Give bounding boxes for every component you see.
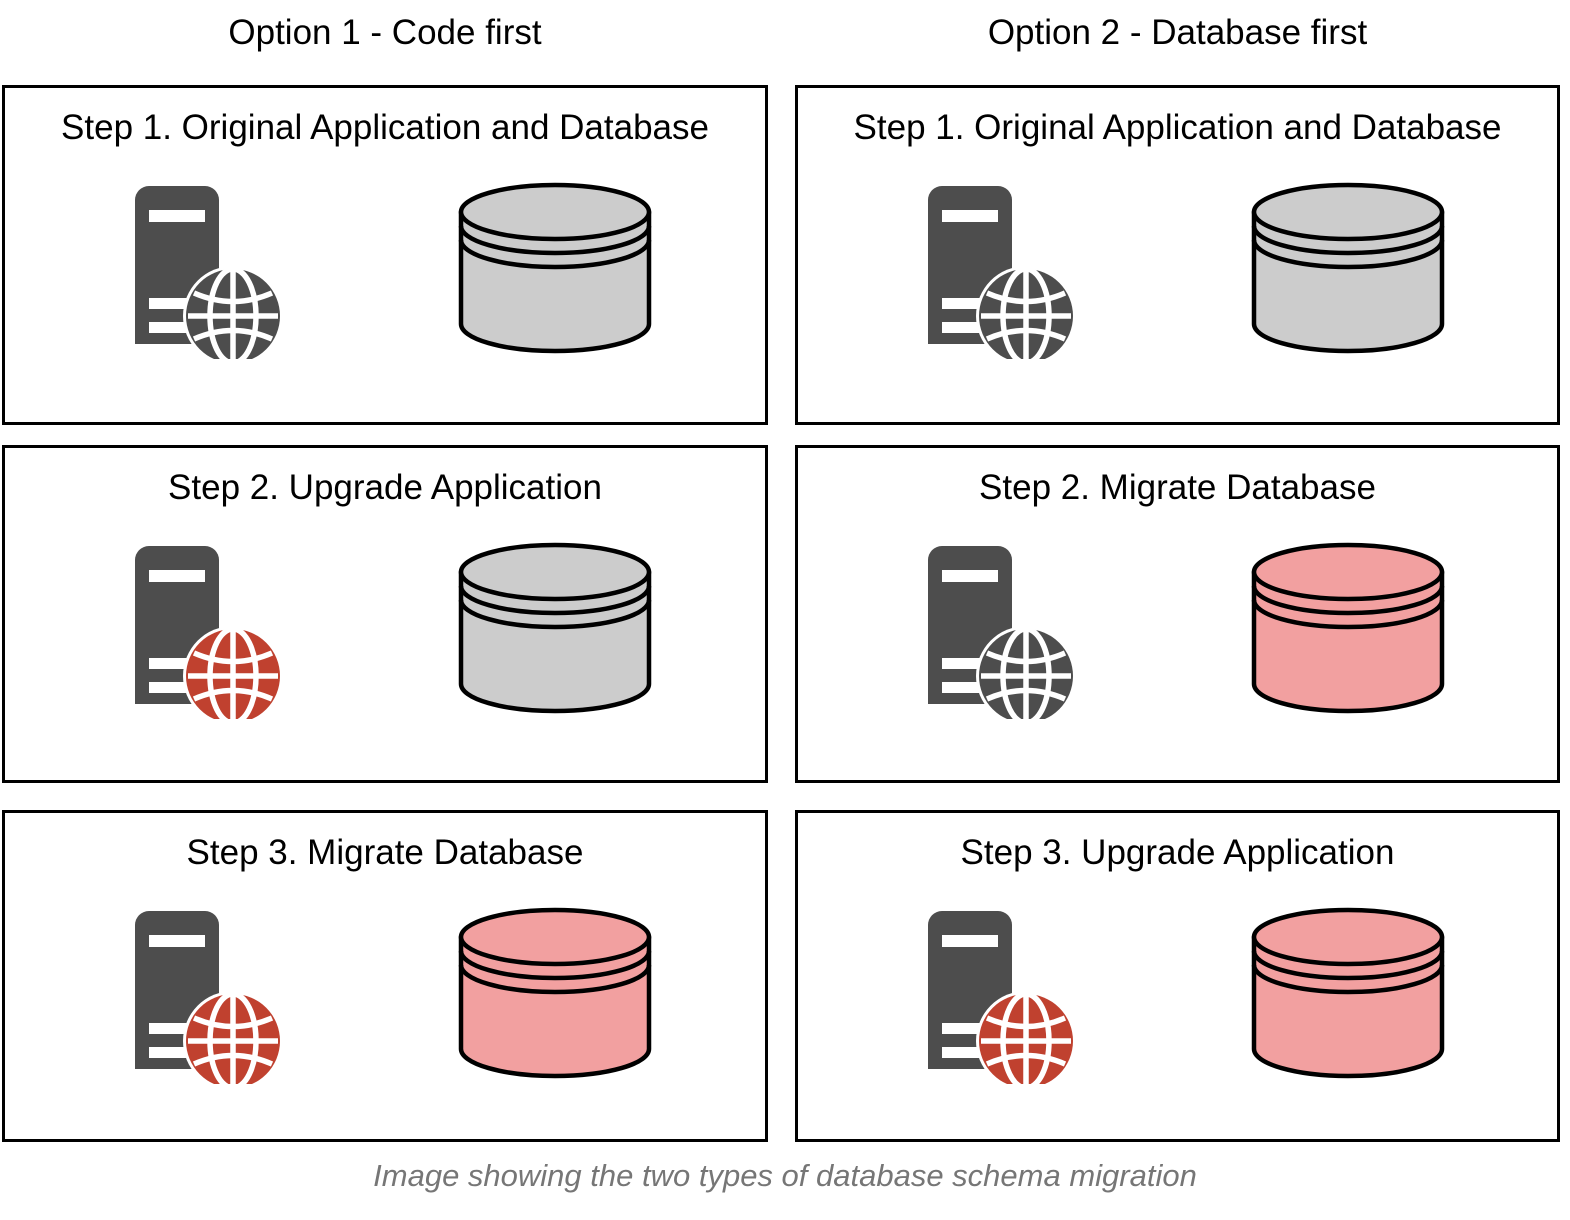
step-title: Step 2. Migrate Database [979, 468, 1376, 507]
server-globe-icon [920, 184, 1080, 359]
step-box-option1-step3: Step 3. Migrate Database [2, 810, 768, 1142]
step-title: Step 3. Migrate Database [186, 833, 584, 872]
server-globe-icon [127, 909, 287, 1084]
step-box-option1-step2: Step 2. Upgrade Application [2, 445, 768, 783]
server-globe-icon [127, 544, 287, 719]
column-header-option-2: Option 2 - Database first [987, 13, 1368, 52]
server-globe-icon [127, 184, 287, 359]
server-globe-icon [920, 909, 1080, 1084]
column-header-option-1: Option 1 - Code first [228, 13, 542, 52]
figure-caption: Image showing the two types of database … [373, 1158, 1197, 1193]
database-cylinder-icon [455, 538, 665, 718]
step-box-option2-step2: Step 2. Migrate Database [795, 445, 1560, 783]
step-box-option1-step1: Step 1. Original Application and Databas… [2, 85, 768, 425]
database-cylinder-icon [455, 178, 665, 358]
step-title: Step 1. Original Application and Databas… [61, 108, 709, 147]
step-title: Step 2. Upgrade Application [168, 468, 602, 507]
step-box-option2-step1: Step 1. Original Application and Databas… [795, 85, 1560, 425]
database-cylinder-icon [1248, 538, 1458, 718]
server-globe-icon [920, 544, 1080, 719]
database-cylinder-icon [1248, 178, 1458, 358]
step-title: Step 1. Original Application and Databas… [853, 108, 1502, 147]
step-box-option2-step3: Step 3. Upgrade Application [795, 810, 1560, 1142]
database-cylinder-icon [455, 903, 665, 1083]
step-title: Step 3. Upgrade Application [960, 833, 1395, 872]
database-cylinder-icon [1248, 903, 1458, 1083]
